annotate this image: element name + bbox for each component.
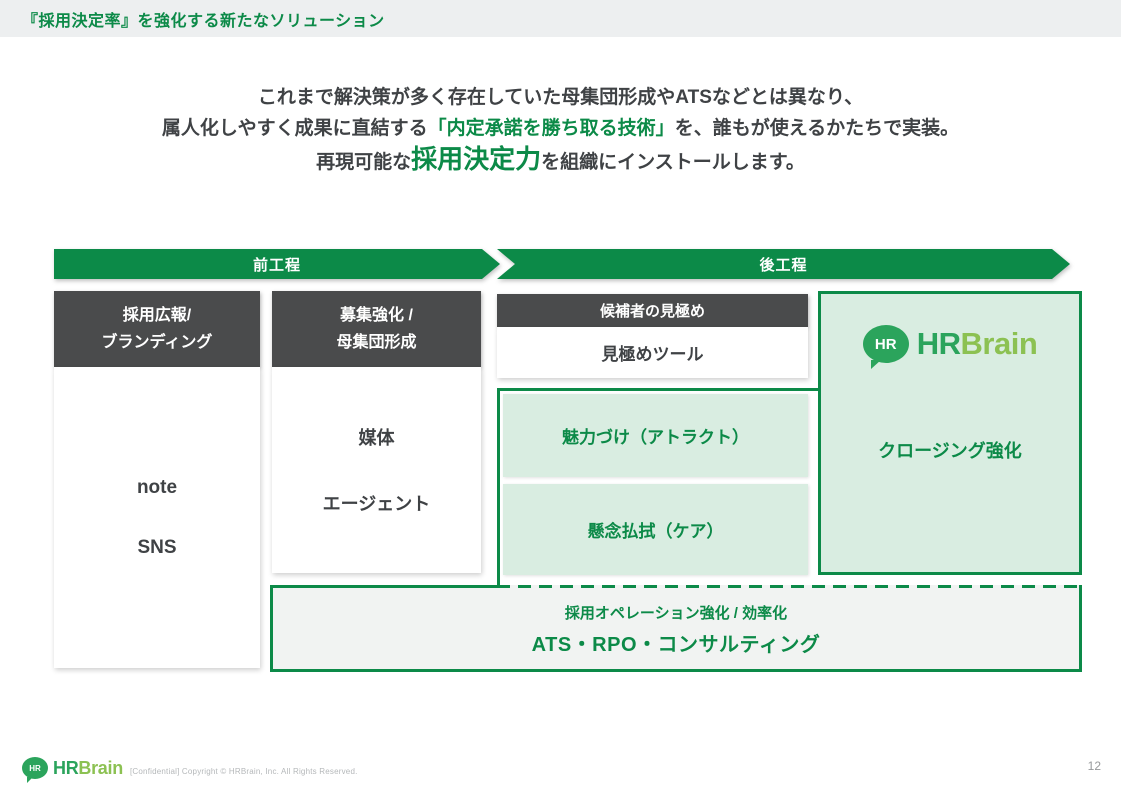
- operations-line-1: 採用オペレーション強化 / 効率化: [564, 604, 788, 622]
- attract-box: 魅力づけ（アトラクト）: [503, 394, 808, 477]
- screening-body: 見極めツール: [497, 327, 808, 378]
- footer-hrbrain-logo: HR HRBrain: [22, 757, 123, 783]
- pr-item-sns: SNS: [137, 536, 177, 558]
- closing-box: HR HRBrain クロージング強化: [818, 291, 1082, 575]
- closing-label: クロージング強化: [878, 441, 1022, 461]
- operations-bar-top-solid-border: [273, 585, 497, 588]
- screening-header: 候補者の見極め: [497, 294, 808, 327]
- pr-branding-header: 採用広報/ ブランディング: [54, 291, 260, 367]
- confidential-notice: [Confidential] Copyright © HRBrain, Inc.…: [130, 767, 358, 776]
- footer-hrbrain-bubble-icon: HR: [22, 757, 48, 783]
- intro-line-2: 属人化しやすく成果に直結する「内定承諾を勝ち取る技術」を、誰もが使えるかたちで実…: [161, 118, 960, 139]
- intro-highlight-technique: 「内定承諾を勝ち取る技術」: [427, 118, 675, 139]
- intro-paragraph: これまで解決策が多く存在していた母集団形成やATSなどとは異なり、 属人化しやす…: [0, 82, 1121, 178]
- sourcing-body: 媒体 エージェント: [272, 367, 481, 573]
- sourcing-item-agent: エージェント: [322, 494, 431, 514]
- back-process-label: 後工程: [759, 256, 808, 274]
- operations-bar-top-dashed-border: [497, 585, 1079, 588]
- intro-line-3: 再現可能な採用決定力を組織にインストールします。: [316, 144, 805, 174]
- pr-item-note: note: [136, 476, 178, 498]
- slide-title: 『採用決定率』を強化する新たなソリューション: [22, 12, 385, 30]
- sourcing-item-media: 媒体: [358, 428, 395, 448]
- operations-bar: 採用オペレーション強化 / 効率化 ATS・RPO・コンサルティング: [270, 585, 1082, 672]
- front-process-label: 前工程: [252, 256, 301, 274]
- page-number: 12: [1087, 759, 1101, 773]
- slide-header-bar: 『採用決定率』を強化する新たなソリューション: [0, 0, 1121, 37]
- hrbrain-solution-outline: [497, 388, 818, 587]
- hrbrain-bubble-icon: HR: [862, 325, 909, 369]
- intro-line-1: これまで解決策が多く存在していた母集団形成やATSなどとは異なり、: [257, 87, 864, 108]
- front-process-arrow: 前工程: [54, 249, 500, 279]
- sourcing-header: 募集強化 / 母集団形成: [272, 291, 481, 367]
- intro-highlight-hiring-power: 採用決定力: [411, 144, 542, 174]
- hrbrain-logo: HR HRBrain: [821, 325, 1079, 369]
- care-box: 懸念払拭（ケア）: [503, 484, 808, 575]
- back-process-arrow: 後工程: [497, 249, 1070, 279]
- pr-branding-body: note SNS: [54, 367, 260, 668]
- screening-tool-label: 見極めツール: [601, 345, 704, 364]
- operations-line-2: ATS・RPO・コンサルティング: [531, 633, 821, 656]
